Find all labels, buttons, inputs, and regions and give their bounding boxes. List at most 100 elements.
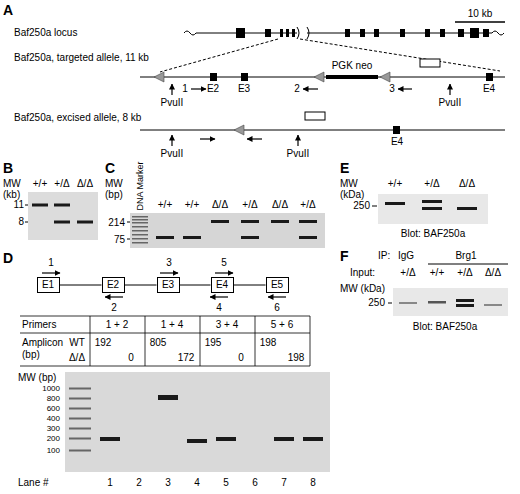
figure-label: +/+ (430, 267, 444, 279)
exon-mark (400, 29, 405, 37)
intron-line (125, 285, 157, 286)
figure-label: Blot: BAF250a (401, 228, 465, 240)
ladder-band (132, 242, 148, 244)
figure-label: Δ/Δ (459, 178, 475, 190)
exon-box: E1 (37, 277, 60, 293)
figure-label: WT (69, 337, 85, 349)
ladder-band (69, 408, 91, 410)
table-rule (255, 316, 256, 366)
exon-mark (440, 29, 445, 37)
exon-mark (280, 29, 283, 37)
figure-label: E3 (238, 83, 250, 95)
primer-arrow (200, 138, 215, 139)
gel-band (428, 301, 446, 304)
pgk-neo-cassette (326, 75, 378, 79)
gel-band (422, 200, 442, 203)
gel-band (32, 204, 48, 207)
exon-mark (470, 28, 479, 38)
primer-arrow (191, 88, 206, 89)
ip-bracket (428, 264, 508, 265)
gel-band (457, 207, 477, 210)
scale-bar (455, 21, 505, 23)
figure-label: 4 (216, 302, 222, 314)
figure-label: 0 (238, 352, 244, 364)
gel-band (271, 220, 289, 223)
table-rule (20, 316, 310, 366)
panel-letter: F (340, 248, 349, 264)
gel-band (456, 304, 474, 307)
gel-band (484, 304, 502, 306)
figure-label: 5 (221, 257, 227, 269)
gel-band (299, 220, 317, 223)
primer-arrow (42, 272, 60, 273)
figure-label: Δ/Δ (77, 178, 93, 190)
figure-label: PvuII (439, 97, 462, 109)
gel-band (77, 221, 93, 224)
table-rule (145, 316, 146, 366)
ladder-band (69, 398, 91, 400)
ladder-band (69, 418, 91, 420)
size-tick (25, 222, 28, 223)
exon-mark (286, 29, 289, 37)
figure-label: 1 + 2 (106, 319, 129, 331)
probe-box (305, 112, 325, 120)
exon-mark (265, 29, 271, 37)
ladder-band (69, 450, 91, 452)
figure-label: 7 (281, 477, 287, 489)
figure-label: 1 (182, 83, 188, 95)
figure-label: +/Δ (457, 267, 472, 279)
ladder-band (69, 216, 148, 452)
figure-label: 250 (353, 200, 370, 212)
exon-label: E5 (271, 279, 283, 291)
figure-label: (bp) (105, 189, 123, 201)
table-rule (20, 333, 310, 334)
gel-band (156, 236, 174, 239)
figure-label: MW (340, 178, 358, 190)
exon-mark (210, 28, 493, 134)
gel-background (130, 213, 325, 248)
gel-band (456, 299, 474, 302)
ladder-band (132, 216, 148, 218)
figure-label: Δ/Δ (272, 199, 288, 211)
gel-band (32, 200, 502, 443)
figure-label: E4 (483, 83, 495, 95)
exon-mark (425, 29, 430, 37)
figure-label: MW (bp) (18, 372, 56, 384)
primer-arrow (303, 88, 318, 89)
figure-label: 5 + 6 (271, 319, 294, 331)
gel-band (216, 437, 236, 441)
exon-mark (483, 29, 489, 37)
primer-arrow (215, 272, 233, 273)
figure-label: MW (3, 178, 21, 190)
exon-box: E3 (157, 277, 180, 293)
figure-label: 2 (136, 477, 142, 489)
figure-label: MW (kDa) (340, 283, 385, 295)
figure-label: 6 (274, 302, 280, 314)
pgk-neo-cassette (326, 75, 378, 79)
panel-letter: E (340, 160, 349, 176)
figure-label: 11 (14, 199, 24, 211)
ladder-band (69, 438, 91, 440)
figure-label: 2 (294, 83, 300, 95)
loxp-site (154, 72, 164, 82)
figure-label: 198 (288, 352, 305, 364)
loxp-site (380, 72, 390, 82)
allele-line (140, 77, 505, 130)
figure-label: 400 (47, 414, 60, 423)
exon-label: E4 (216, 279, 228, 291)
figure-label: 300 (47, 424, 60, 433)
figure-label: Δ/Δ (485, 267, 501, 279)
figure-label: +/+ (185, 199, 199, 211)
allele-line (140, 130, 505, 131)
figure-label: 3 (389, 83, 395, 95)
zoom-line (160, 39, 500, 72)
size-tick (25, 205, 28, 206)
zoom-line (300, 39, 500, 71)
exon-box: E5 (266, 277, 289, 293)
table-rule (20, 366, 310, 367)
gel-band (399, 302, 417, 304)
ladder-band (132, 219, 148, 221)
figure-label: Δ/Δ (69, 352, 85, 364)
primer-arrow (268, 296, 286, 297)
